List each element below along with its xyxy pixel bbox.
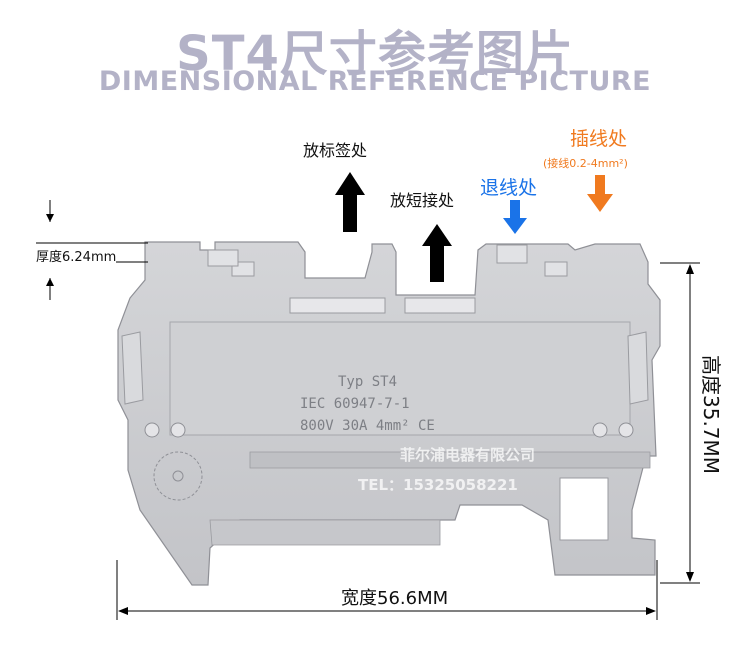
marking-panel [169, 321, 631, 436]
watermark-tel: TEL：15325058221 [358, 476, 518, 494]
release-point-callout: 退线处 [480, 177, 538, 199]
width-label: 宽度56.6MM [337, 584, 453, 610]
arrow-up-icon [422, 224, 452, 282]
thickness-label: 厚度6.24mm [36, 246, 117, 265]
height-label: 高度35.7MM [699, 355, 723, 475]
marking-standard: IEC 60947-7-1 [300, 396, 410, 412]
shorting-slot [404, 297, 476, 314]
shorting-slot-callout: 放短接处 [390, 191, 455, 210]
page-title: ST4尺寸参考图片 [176, 26, 574, 82]
arrow-down-icon [587, 175, 613, 212]
label-slot [289, 297, 386, 314]
arrow-down-icon [503, 200, 527, 234]
arrow-up-icon [335, 172, 365, 232]
marking-rating: 800V 30A 4mm² CE [300, 418, 435, 434]
insertion-note: (接线0.2-4mm²) [543, 157, 628, 170]
watermark-company: 菲尔浦电器有限公司 [400, 446, 536, 464]
page-subtitle: DIMENSIONAL REFERENCE PICTURE [98, 66, 652, 97]
marking-type: Typ ST4 [338, 374, 397, 390]
insertion-point-callout: 插线处 [570, 128, 628, 150]
label-slot-callout: 放标签处 [303, 141, 368, 160]
